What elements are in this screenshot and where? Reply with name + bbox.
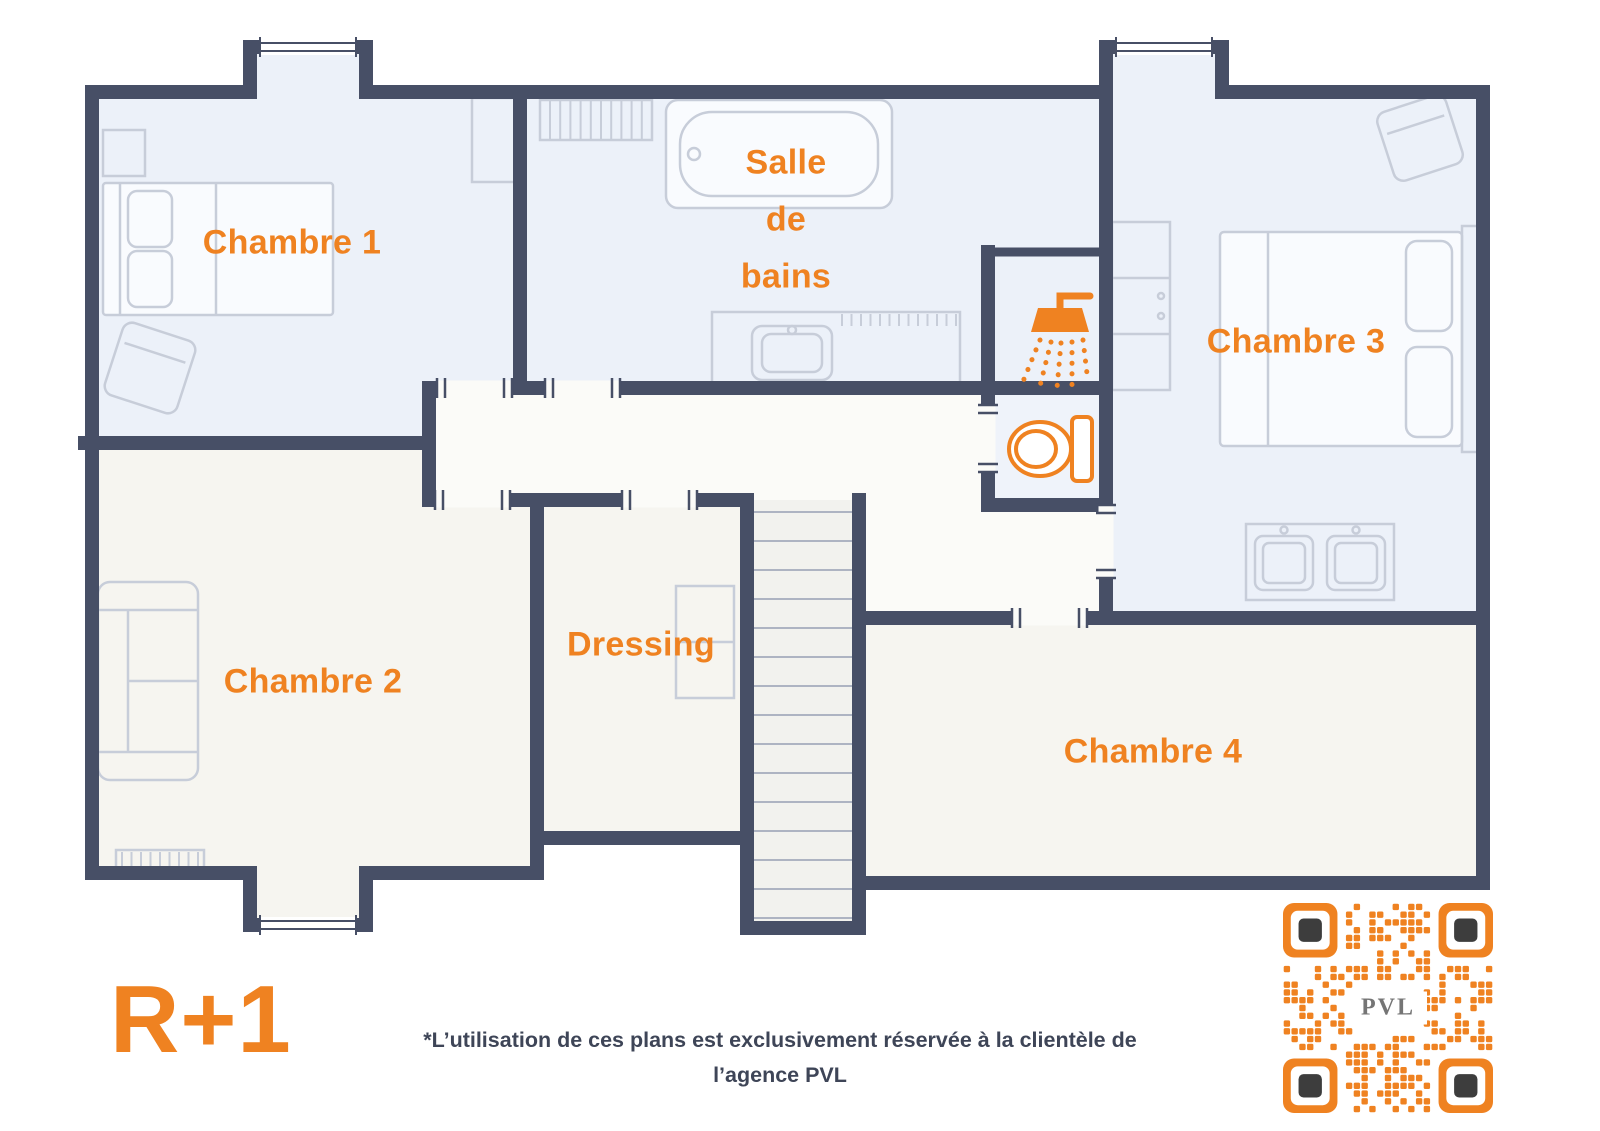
outer-walls bbox=[85, 40, 1490, 935]
bed-chambre-1 bbox=[101, 181, 335, 317]
window-bay-chambre-1 bbox=[259, 37, 357, 57]
toilet-icon bbox=[1007, 415, 1094, 483]
radiator-salle-de-bains bbox=[538, 98, 654, 142]
armchair-chambre-3 bbox=[1375, 93, 1465, 183]
hallway bbox=[429, 388, 988, 500]
room-label-line: de bbox=[765, 200, 807, 239]
furniture-layer bbox=[96, 93, 1480, 874]
dresser-dressing bbox=[674, 584, 736, 700]
door-marks bbox=[433, 378, 1116, 628]
windows-layer bbox=[259, 37, 1213, 935]
room-label-chambre-4: Chambre 4 bbox=[1063, 732, 1243, 771]
window-bay-chambre-2 bbox=[259, 915, 357, 935]
inner-walls bbox=[78, 85, 1490, 845]
window-bay-chambre-3 bbox=[1115, 37, 1213, 57]
room-label-line: Salle bbox=[745, 143, 827, 182]
bay-chambre-2 bbox=[250, 873, 366, 925]
room-label-salle-de-bains: Salle de bains bbox=[741, 135, 831, 306]
bathtub bbox=[664, 98, 894, 210]
qr-code: PVL bbox=[1283, 903, 1493, 1113]
bay-chambre-3 bbox=[1106, 47, 1222, 97]
room-label-chambre-1: Chambre 1 bbox=[202, 223, 382, 262]
bay-chambre-1 bbox=[250, 47, 366, 97]
floor-label: R+1 bbox=[110, 966, 292, 1073]
room-label-chambre-3: Chambre 3 bbox=[1206, 322, 1386, 361]
disclaimer-line-1: *L’utilisation de ces plans est exclusiv… bbox=[423, 1028, 1137, 1052]
shower-icon bbox=[1019, 292, 1094, 391]
qr-code-pattern bbox=[1283, 903, 1493, 1113]
disclaimer: *L’utilisation de ces plans est exclusiv… bbox=[320, 1026, 1240, 1090]
bed-chambre-3 bbox=[1218, 224, 1480, 454]
landing bbox=[859, 500, 1106, 618]
room-label-dressing: Dressing bbox=[567, 625, 715, 664]
room-chambre-2 bbox=[92, 443, 537, 873]
nightstand-chambre-1 bbox=[101, 128, 147, 178]
double-vanity-chambre-3 bbox=[1244, 522, 1396, 602]
qr-logo: PVL bbox=[1349, 991, 1427, 1025]
room-chambre-4 bbox=[859, 618, 1483, 883]
room-dressing bbox=[537, 500, 747, 838]
armchair-chambre-1 bbox=[103, 321, 197, 415]
staircase bbox=[750, 511, 856, 919]
disclaimer-line-2: l’agence PVL bbox=[713, 1063, 847, 1088]
walls bbox=[78, 40, 1490, 935]
room-label-line: bains bbox=[740, 257, 832, 296]
room-label-chambre-2: Chambre 2 bbox=[223, 662, 403, 701]
